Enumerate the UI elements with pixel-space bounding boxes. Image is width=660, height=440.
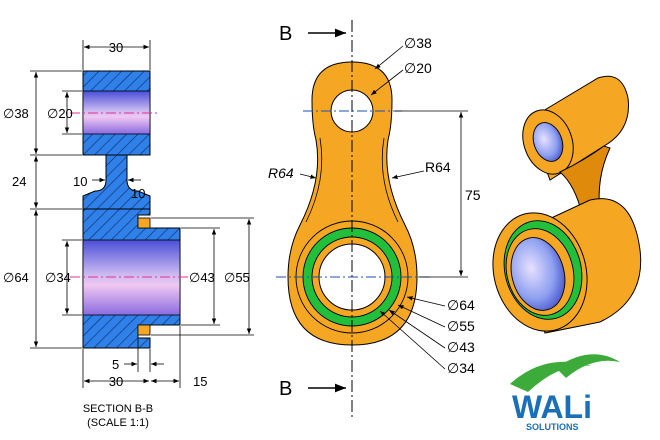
iso-top-bore (532, 122, 564, 162)
wali-logo: WALi SOLUTIONS (510, 354, 620, 432)
front-view: B B ∅38 ∅20 R64 R64 75 ∅64 ∅55 ∅43 ∅34 (268, 20, 481, 420)
dim-bore-inner: ∅20 (47, 106, 73, 121)
dim-step-inner: ∅43 (189, 270, 215, 285)
dim-top-inner: ∅20 (404, 60, 432, 76)
dim-bottom-width: 30 (109, 374, 123, 389)
dim-bore-outer: ∅38 (3, 106, 29, 121)
dim-ring-43: ∅43 (447, 339, 475, 355)
isometric-view (492, 75, 642, 334)
dim-step-outer: ∅55 (224, 270, 250, 285)
dim-ring-34: ∅34 (447, 360, 475, 376)
section-caption-scale: (SCALE 1:1) (87, 417, 149, 429)
dim-radius-left: R64 (268, 165, 294, 181)
dim-ring-64: ∅64 (447, 297, 475, 313)
logo-word: WALi (512, 389, 592, 425)
section-caption-title: SECTION B-B (83, 403, 153, 415)
section-label-top: B (279, 23, 292, 45)
dim-center-distance: 75 (465, 187, 481, 203)
dim-web-gap: 10 (73, 174, 87, 189)
dim-hub-outer: ∅64 (3, 270, 29, 285)
dim-bottom-ext: 15 (193, 374, 207, 389)
section-label-bottom: B (279, 378, 292, 400)
iso-lower-bore (510, 237, 566, 311)
dim-bottom-step: 5 (112, 357, 119, 372)
dim-web-height: 24 (12, 174, 26, 189)
dim-ring-55: ∅55 (447, 318, 475, 334)
dim-top-width: 30 (109, 40, 123, 55)
logo-sub: SOLUTIONS (526, 422, 579, 432)
dim-radius-right: R64 (425, 159, 451, 175)
section-step-bottom (137, 324, 151, 336)
section-view: 30 ∅38 ∅20 24 10 10 ∅64 ∅34 ∅43 ∅55 5 30… (3, 40, 254, 429)
dim-top-outer: ∅38 (404, 35, 432, 51)
dim-hub-inner: ∅34 (45, 270, 71, 285)
section-step-top (137, 217, 151, 229)
dim-web-thick: 10 (131, 186, 145, 201)
